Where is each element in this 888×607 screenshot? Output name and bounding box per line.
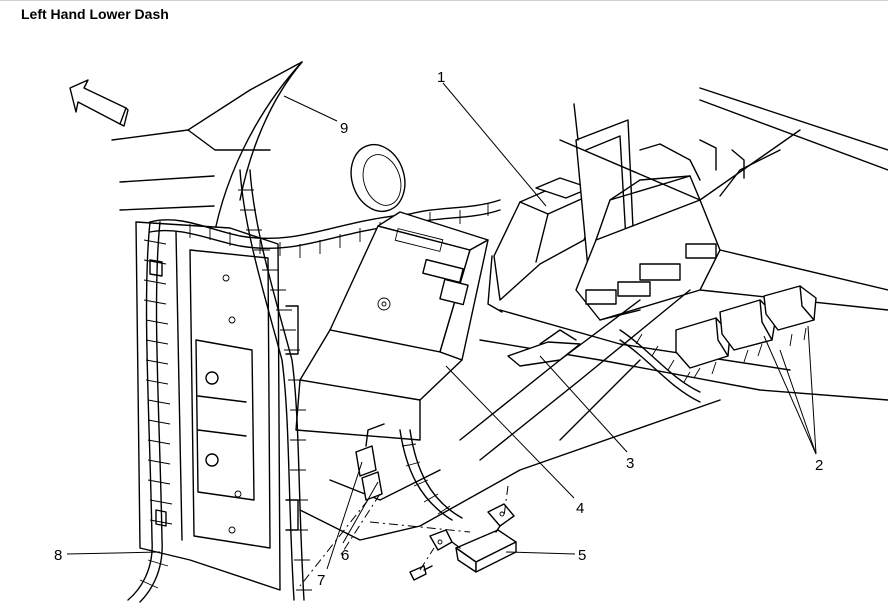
small-module	[429, 503, 517, 573]
connectors-group	[675, 285, 817, 379]
callout-3: 3	[626, 455, 634, 472]
side-bracket	[135, 221, 299, 591]
lower-bracket	[459, 289, 691, 461]
callout-5: 5	[578, 547, 586, 564]
screw-icon	[409, 565, 433, 581]
callout-1: 1	[437, 69, 445, 86]
callout-4: 4	[576, 500, 584, 517]
callout-8: 8	[54, 547, 62, 564]
direction-arrow-icon	[69, 79, 129, 127]
junction-block	[575, 143, 721, 321]
top-divider	[0, 0, 888, 1]
page-title: Left Hand Lower Dash	[21, 6, 169, 22]
callout-7: 7	[317, 572, 325, 589]
round-vent	[350, 143, 406, 213]
leader-lines	[66, 82, 817, 570]
callout-6: 6	[341, 547, 349, 564]
alignment-lines	[299, 485, 509, 587]
plug-connectors	[355, 423, 385, 501]
callout-9: 9	[340, 120, 348, 137]
callout-2: 2	[815, 457, 823, 474]
control-module	[295, 211, 489, 441]
relay-bracket	[487, 177, 601, 313]
